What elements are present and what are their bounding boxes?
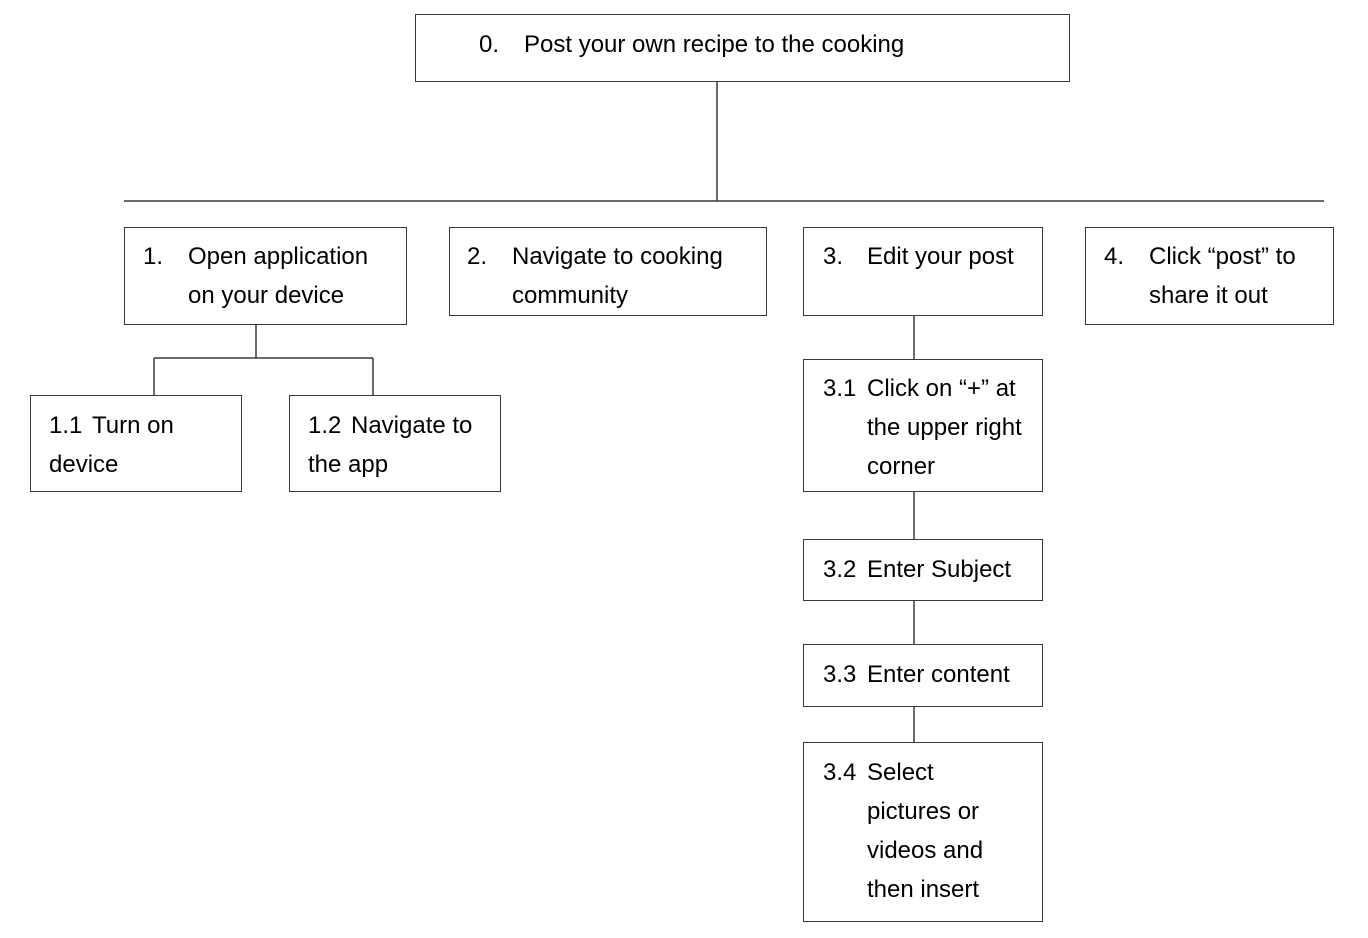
node-3-1-click-plus: 3.1 Click on “+” at the upper right corne…: [803, 359, 1043, 492]
node-label: Enter content: [867, 661, 1010, 688]
node-number: 3.3: [823, 661, 857, 688]
node-label: Open application on your device: [188, 243, 369, 309]
node-label: Navigate to the app: [308, 412, 473, 478]
node-number: 0.: [479, 31, 500, 58]
node-3-2-enter-subject: 3.2 Enter Subject: [803, 539, 1043, 601]
node-label: Click on “+” at the upper right corner: [867, 375, 1022, 480]
node-3-4-select-pictures: 3.4 Select pictures or videos and then in…: [803, 742, 1043, 922]
node-number: 1.2: [308, 412, 342, 439]
node-2-navigate-community: 2. Navigate to cooking community: [449, 227, 767, 316]
node-label: Click “post” to share it out: [1149, 243, 1296, 309]
node-number: 3.: [823, 243, 844, 270]
node-number: 4.: [1104, 243, 1125, 270]
node-number: 3.2: [823, 556, 857, 583]
node-1-open-application: 1. Open application on your device: [124, 227, 407, 325]
node-label: Navigate to cooking community: [512, 243, 723, 309]
node-4-click-post: 4. Click “post” to share it out: [1085, 227, 1334, 325]
node-0-post-recipe: 0. Post your own recipe to the cooking: [415, 14, 1070, 82]
node-number: 3.4: [823, 759, 857, 786]
node-label: Select pictures or videos and then inser…: [867, 759, 984, 903]
node-number: 2.: [467, 243, 488, 270]
node-label: Edit your post: [867, 243, 1014, 270]
node-label: Post your own recipe to the cooking: [524, 31, 905, 58]
node-3-3-enter-content: 3.3 Enter content: [803, 644, 1043, 707]
node-label: Enter Subject: [867, 556, 1012, 583]
node-number: 3.1: [823, 375, 857, 402]
node-number: 1.1: [49, 412, 83, 439]
node-3-edit-post: 3. Edit your post: [803, 227, 1043, 316]
node-label: Turn on device: [49, 412, 174, 478]
node-number: 1.: [143, 243, 164, 270]
